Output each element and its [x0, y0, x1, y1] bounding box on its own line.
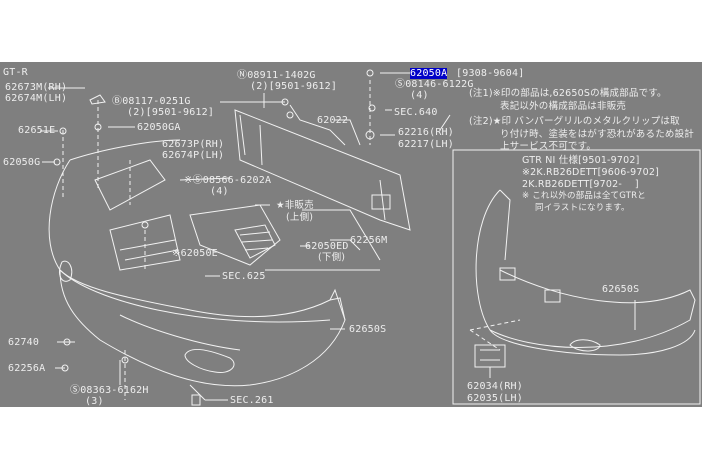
part-qty: (4) [210, 186, 229, 197]
fog-lamp-opening [184, 348, 235, 374]
part-label[interactable]: Ⓑ08117-0251G [112, 96, 191, 107]
part-label[interactable]: Ⓝ08911-1402G [237, 70, 316, 81]
inset-line: GTR NI 仕様[9501-9702] [522, 155, 640, 166]
part-label[interactable]: Ⓢ08146-6122G [395, 79, 474, 90]
diagram-title: GT-R [3, 67, 28, 78]
part-label[interactable]: 62673M(RH) [5, 82, 68, 93]
section-ref[interactable]: SEC.640 [394, 107, 438, 118]
inset-line: ※ これ以外の部品は全てGTRと [522, 191, 646, 201]
part-label[interactable]: 62674P(LH) [162, 150, 225, 161]
part-qty: (4) [410, 90, 429, 101]
part-label[interactable]: 62650S [602, 284, 640, 295]
grille-outline [189, 204, 281, 266]
fastener-icons [53, 69, 376, 406]
inset-line: 2K.RB26DETT[9702- ] [522, 179, 639, 190]
inset-box [452, 149, 701, 405]
upper-label: (上側) [286, 212, 314, 223]
reinforcement-outline [234, 109, 411, 231]
part-label[interactable]: 62256A [8, 363, 46, 374]
part-label[interactable]: 62035(LH) [467, 393, 523, 404]
part-label[interactable]: 62034(RH) [467, 381, 523, 392]
part-label[interactable]: 62050G [3, 157, 41, 168]
part-qty: (3) [85, 396, 104, 407]
part-label[interactable]: 62050GA [137, 122, 181, 133]
note-line: 上サービス不可です。 [500, 141, 597, 152]
inset-line: ※2K.RB26DETT[9606-9702] [522, 167, 660, 178]
lower-label: (下側) [318, 252, 346, 263]
part-label[interactable]: Ⓢ08363-6162H [70, 385, 149, 396]
part-label-selected[interactable]: 62050A [410, 68, 448, 79]
part-label[interactable]: 62651E [18, 125, 56, 136]
bumper-line-art [40, 69, 701, 406]
inset-line: 同イラストになります。 [535, 203, 630, 213]
part-label[interactable]: ※62050E [172, 248, 218, 259]
note-line: 表記以外の構成部品は非販売 [500, 101, 627, 112]
part-label[interactable]: 62256M [350, 235, 388, 246]
part-qty: (2)[9501-9612] [250, 81, 338, 92]
part-label[interactable]: 62650S [349, 324, 387, 335]
note-line: り付け時、塗装をはがす恐れがあるため設計 [500, 129, 695, 140]
note-line: (注1)※印の部品は,62650Sの構成部品です。 [469, 88, 667, 99]
part-label[interactable]: ※Ⓢ08566-6202A [184, 175, 272, 186]
parts-diagram-panel [0, 62, 702, 407]
part-range: [9308-9604] [456, 68, 525, 79]
part-label[interactable]: 62217(LH) [398, 139, 454, 150]
part-label[interactable]: 62740 [8, 337, 40, 348]
part-label[interactable]: 62673P(RH) [162, 139, 225, 150]
section-ref[interactable]: SEC.625 [222, 271, 266, 282]
part-qty: (2)[9501-9612] [127, 107, 215, 118]
section-ref[interactable]: SEC.261 [230, 395, 274, 406]
part-label[interactable]: 62050ED [305, 241, 349, 252]
note-line: (注2)★印 バンパーグリルのメタルクリップは取 [469, 116, 680, 127]
part-label[interactable]: 62216(RH) [398, 127, 454, 138]
part-label[interactable]: 62022 [317, 115, 349, 126]
part-label[interactable]: 62674M(LH) [5, 93, 68, 104]
not-sold-label: ★非販売 [276, 200, 314, 211]
